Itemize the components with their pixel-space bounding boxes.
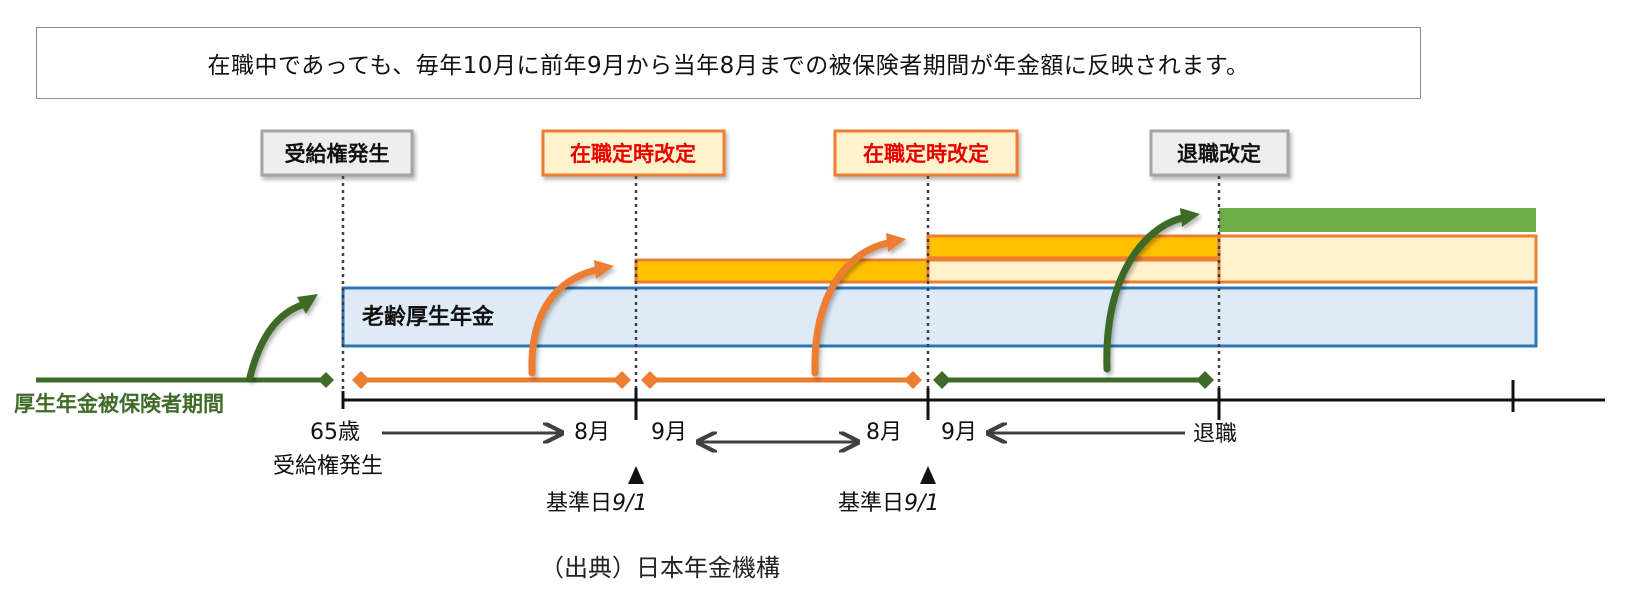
diamond-marker-icon [904, 371, 922, 389]
arrow-curved-icon [528, 260, 614, 377]
arrow-curved-icon [1103, 208, 1200, 373]
insured-period-3 [933, 371, 1214, 389]
tick-retire: 退職 [1193, 422, 1237, 447]
headline-text: 在職中であっても、毎年10月に前年9月から当年8月までの被保険者期間が年金額に反… [207, 53, 1250, 79]
tick-aug-2: 8月 [866, 420, 902, 445]
event-revision-1: 在職定時改定 [541, 129, 726, 177]
event-revision-1-label: 在職定時改定 [570, 142, 696, 166]
headline-box: 在職中であっても、毎年10月に前年9月から当年8月までの被保険者期間が年金額に反… [36, 27, 1421, 99]
arrow-curved-icon [811, 233, 906, 377]
base-date-2: 基準日9/1 [838, 491, 939, 516]
pension-increase-1 [634, 258, 930, 284]
tick-sep-1: 9月 [651, 420, 687, 445]
event-entitlement-label: 受給権発生 [285, 142, 390, 166]
tick-age-sub: 受給権発生 [273, 454, 383, 479]
pension-increase-retirement [1219, 208, 1536, 232]
insured-period-initial [36, 372, 334, 388]
tick-age: 65歳 [310, 420, 360, 445]
event-retirement-label: 退職改定 [1177, 142, 1261, 166]
triangle-up-icon [920, 466, 936, 484]
insured-period-label: 厚生年金被保険者期間 [14, 392, 224, 416]
tick-aug-1: 8月 [574, 420, 610, 445]
triangle-up-icon [628, 466, 644, 484]
pension-increase-2 [926, 234, 1221, 260]
event-revision-2-label: 在職定時改定 [863, 142, 989, 166]
arrow-curved-icon [246, 294, 318, 381]
diamond-marker-icon [933, 371, 951, 389]
event-entitlement: 受給権発生 [260, 129, 414, 177]
pension-band-label: 老齢厚生年金 [361, 304, 495, 330]
insured-period-1 [352, 371, 631, 389]
tick-sep-2: 9月 [941, 420, 977, 445]
diamond-marker-icon [352, 371, 370, 389]
diamond-marker-icon [1196, 371, 1214, 389]
pension-band-base [341, 286, 1538, 348]
base-date-1: 基準日9/1 [546, 491, 647, 516]
diamond-marker-icon [613, 371, 631, 389]
source-note: （出典）日本年金機構 [540, 554, 780, 582]
diamond-marker-icon [641, 371, 659, 389]
diamond-marker-icon [318, 372, 334, 388]
event-revision-2: 在職定時改定 [833, 129, 1019, 177]
insured-period-2 [641, 371, 922, 389]
pension-increase-2-continued [1217, 234, 1538, 284]
event-retirement: 退職改定 [1149, 129, 1290, 177]
